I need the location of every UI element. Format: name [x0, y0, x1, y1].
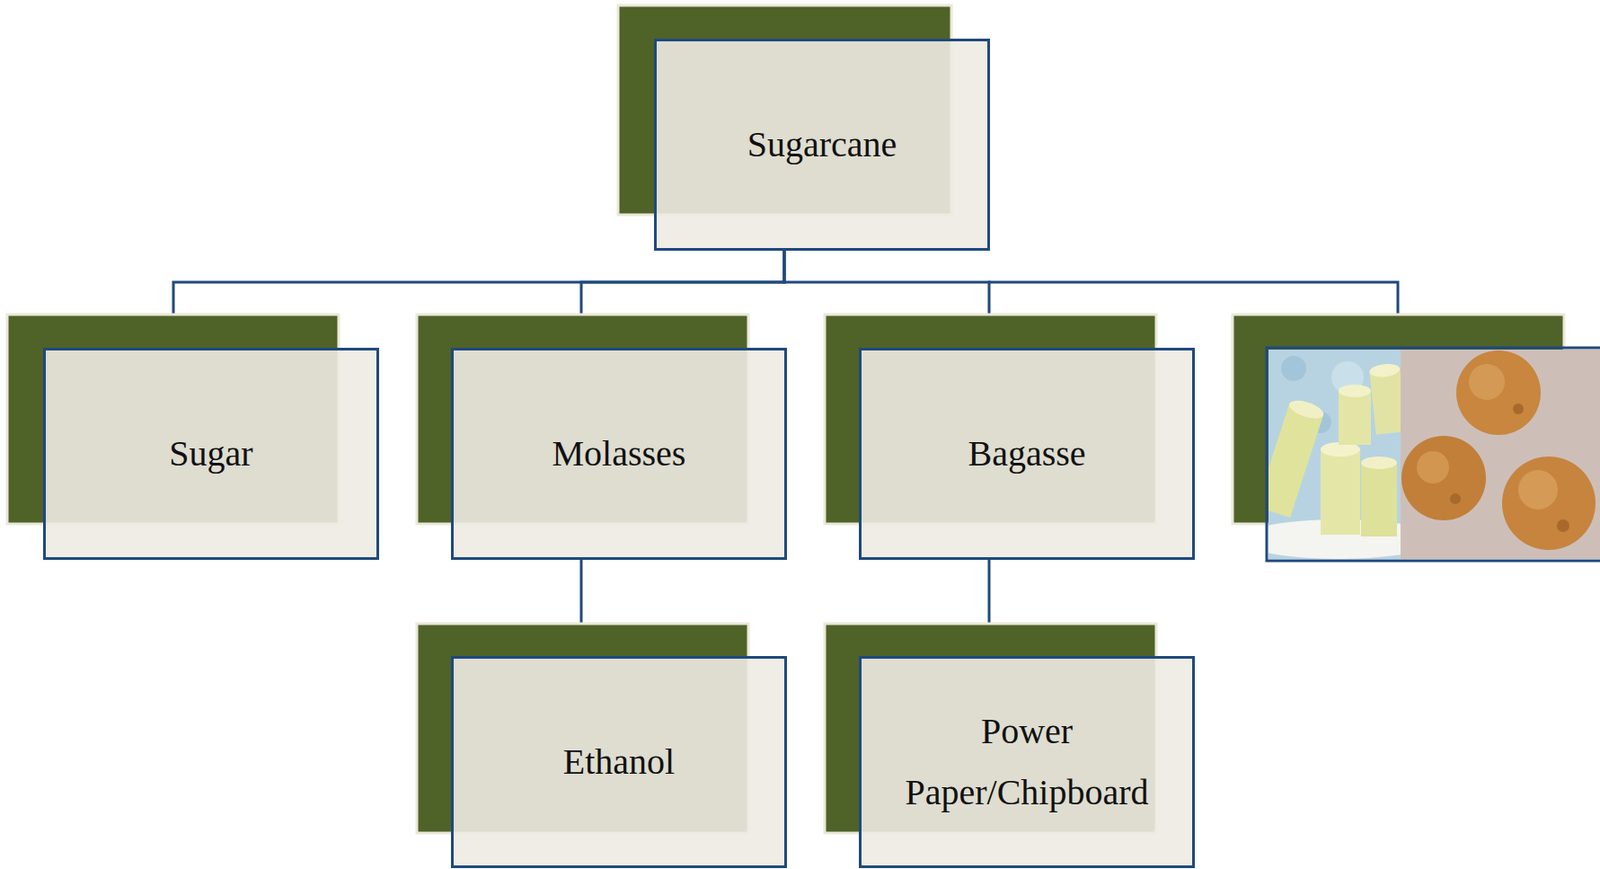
- box-label: Power: [981, 700, 1073, 762]
- box-label: Molasses: [552, 423, 687, 485]
- process-box: Sugarcane: [654, 38, 991, 251]
- box-label: Paper/Chipboard: [904, 761, 1149, 823]
- process-box: Ethanol: [450, 655, 787, 868]
- box-label: Sugar: [168, 423, 253, 485]
- photo: [1268, 349, 1600, 559]
- box-label: Bagasse: [967, 423, 1086, 485]
- process-box: PowerPaper/Chipboard: [858, 655, 1195, 868]
- box-label: Sugarcane: [747, 114, 898, 176]
- process-box: Bagasse: [858, 347, 1195, 560]
- process-box: Sugar: [43, 347, 380, 560]
- branch-line: [988, 282, 1398, 317]
- process-box: Molasses: [450, 347, 787, 560]
- cane-photo: [1268, 349, 1401, 559]
- jaggery-photo: [1401, 350, 1596, 550]
- box-label: Ethanol: [563, 731, 675, 793]
- photo-frame: [1266, 347, 1600, 561]
